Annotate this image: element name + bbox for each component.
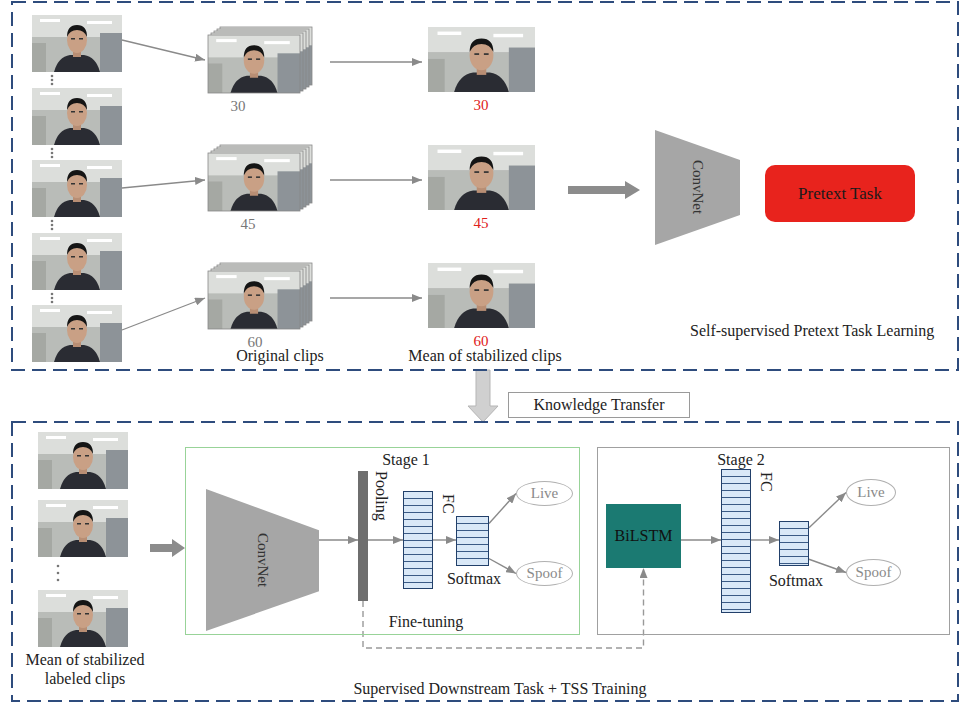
class-ellipse: Live xyxy=(846,479,896,506)
layer-bar: FC xyxy=(721,469,751,613)
node-label: ConvNet xyxy=(689,160,706,214)
transfer-arrow xyxy=(468,370,498,422)
node-sublabel: Fine-tuning xyxy=(381,613,471,631)
layer-bar: FC xyxy=(403,491,433,589)
arrow-connector xyxy=(681,539,721,540)
caption-label: Original clips xyxy=(215,346,345,365)
node-label: Softmax xyxy=(438,570,510,588)
node-label: BiLSTM xyxy=(615,527,673,545)
class-ellipse: Spoof xyxy=(846,559,901,586)
arrow-connector xyxy=(433,539,456,540)
mean-frames xyxy=(428,27,535,328)
input-frames xyxy=(32,15,122,362)
caption-label: 30 xyxy=(223,97,253,115)
dashed-panel: Self-supervised Pretext Task Learning Con… xyxy=(12,2,958,370)
node-label: FC xyxy=(757,472,775,492)
arrow-connector xyxy=(809,559,846,572)
feed-arrow xyxy=(150,539,185,557)
node-label: Knowledge Transfer xyxy=(533,396,664,414)
node-label: Stage 1 xyxy=(356,451,456,469)
node-label: Spoof xyxy=(856,564,892,581)
arrow-connector xyxy=(489,494,516,524)
node-label: Self-supervised Pretext Task Learning xyxy=(690,322,934,340)
node-label: ConvNet xyxy=(254,533,271,587)
flow-arrows xyxy=(122,40,422,330)
convnet-trapezoid: ConvNet xyxy=(206,489,319,631)
arrow-connector xyxy=(809,493,846,528)
arrow-connector xyxy=(751,539,779,540)
node-label: Pooling xyxy=(372,471,390,521)
class-ellipse: Spoof xyxy=(516,561,573,586)
caption-label: 45 xyxy=(233,215,263,233)
arrow-connector xyxy=(368,539,403,540)
class-ellipse: Live xyxy=(516,481,573,506)
node-label: Supervised Downstream Task + TSS Trainin… xyxy=(335,680,665,698)
node-label: Pretext Task xyxy=(798,184,882,204)
layer-bar: Softmax xyxy=(456,516,489,566)
transfer-box: Knowledge Transfer xyxy=(508,392,690,418)
clip-stacks xyxy=(208,27,312,329)
convnet-trapezoid: ConvNet xyxy=(655,130,740,245)
stage-box: Stage 1Fine-tuningConvNetPoolingFCSoftma… xyxy=(185,447,580,635)
feed-arrow xyxy=(568,181,640,199)
node-label: Spoof xyxy=(527,565,563,582)
node-label: Softmax xyxy=(760,572,832,590)
stage-box: Stage 2 BiLSTM FC Softmax LiveSpoof xyxy=(597,447,950,635)
caption-label: Mean of stabilized labeled clips xyxy=(15,650,155,688)
bilstm-box: BiLSTM xyxy=(606,504,681,568)
node-label: Live xyxy=(857,484,885,501)
node-label: Live xyxy=(531,485,559,502)
pretext-task-box: Pretext Task xyxy=(765,165,915,222)
labeled-frames xyxy=(38,432,128,647)
node-label: FC xyxy=(439,494,457,514)
node-label: Stage 2 xyxy=(701,451,781,469)
dashed-panel: Supervised Downstream Task + TSS Trainin… xyxy=(12,422,958,701)
caption-label: 45 xyxy=(466,214,496,232)
layer-bar: Softmax xyxy=(779,521,809,566)
caption-label: Mean of stabilized clips xyxy=(395,346,575,365)
pooling-bar: Pooling xyxy=(358,471,368,601)
caption-label: 30 xyxy=(466,96,496,114)
arrow-connector xyxy=(319,539,358,540)
